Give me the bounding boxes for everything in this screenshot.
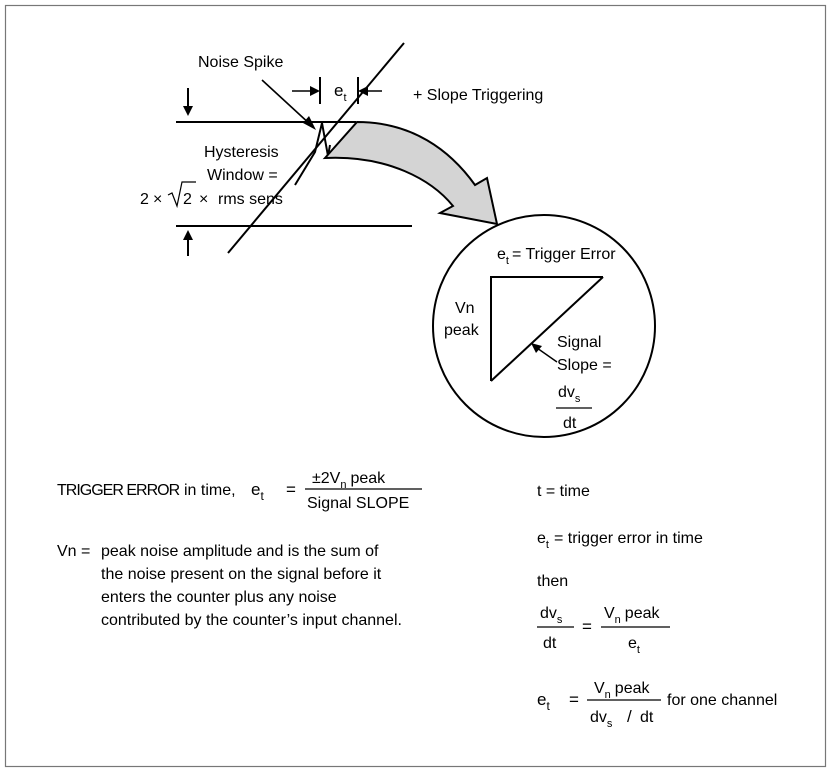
then-label: then [537, 573, 568, 590]
svg-text:=: = [582, 617, 592, 636]
error-triangle [490, 276, 604, 382]
svg-text:dvs: dvs [590, 709, 613, 730]
svg-text:TRIGGER ERROR: TRIGGER ERROR [57, 482, 180, 499]
svg-text:dvs: dvs [558, 384, 581, 405]
svg-text:2: 2 [140, 191, 149, 208]
signal-label: Signal [557, 334, 601, 351]
slope-eq-label: Slope = [557, 357, 612, 374]
svg-text:dt: dt [640, 709, 654, 726]
window-equals-label: Window = [207, 167, 278, 184]
et-definition: et= trigger error in time [537, 530, 703, 551]
svg-text:/: / [627, 707, 632, 726]
svg-text:×: × [153, 191, 162, 208]
signal-slope-pointer [536, 347, 558, 363]
noise-spike-pointer [261, 79, 313, 127]
et-left-arrowhead [310, 86, 320, 96]
svg-text:rms sens: rms sens [218, 191, 283, 208]
svg-text:=: = [286, 480, 296, 499]
svg-text:enters the counter plus any no: enters the counter plus any noise [101, 589, 337, 606]
svg-text:Signal SLOPE: Signal SLOPE [307, 495, 409, 512]
noise-pointer-arrowhead [303, 116, 316, 130]
svg-text:et: et [251, 480, 264, 503]
for-one-channel-label: for one channel [667, 692, 777, 709]
circle-dvs-dt: dvs dt [556, 384, 592, 432]
et-top-label: et [334, 81, 347, 104]
svg-text:dvs: dvs [540, 605, 563, 626]
svg-text:dt: dt [563, 415, 577, 432]
svg-text:et: et [537, 690, 550, 713]
hysteresis-bottom-arrowhead [183, 230, 193, 240]
svg-text:2: 2 [183, 191, 192, 208]
svg-text:=: = [569, 690, 579, 709]
svg-text:et: et [628, 635, 640, 656]
figure-border [4, 4, 827, 768]
et-right-arrowhead [358, 86, 368, 96]
hysteresis-formula: 2 × 2 × rms sens [140, 181, 283, 209]
svg-text:dt: dt [543, 635, 557, 652]
hysteresis-top-arrowhead [183, 106, 193, 116]
peak-label: peak [444, 322, 480, 339]
hysteresis-label: Hysteresis [204, 144, 279, 161]
svg-text:Vn =: Vn = [57, 543, 90, 560]
signal-slope-arrowhead [531, 343, 542, 353]
slope-triggering-label: + Slope Triggering [413, 87, 543, 104]
arrowheads-top [183, 86, 368, 240]
right-equations: t = time et= trigger error in time then … [537, 483, 777, 730]
vn-definition: Vn = peak noise amplitude and is the sum… [57, 543, 402, 629]
sqrt-sign [167, 181, 196, 209]
circle-et-label: et= Trigger Error [497, 246, 616, 267]
svg-text:contributed by the counter’s i: contributed by the counter’s input chann… [101, 612, 402, 629]
zoom-arrow [322, 120, 499, 226]
svg-text:×: × [199, 191, 208, 208]
magnifier-circle [432, 214, 656, 438]
vn-label: Vn [455, 300, 475, 317]
svg-text:in time,: in time, [184, 482, 236, 499]
noise-spike-trace [294, 122, 331, 186]
t-definition: t = time [537, 483, 590, 500]
noise-spike-label: Noise Spike [198, 54, 283, 71]
svg-text:the noise present on the signa: the noise present on the signal before i… [101, 566, 382, 583]
svg-text:peak noise amplitude and is th: peak noise amplitude and is the sum of [101, 543, 379, 560]
